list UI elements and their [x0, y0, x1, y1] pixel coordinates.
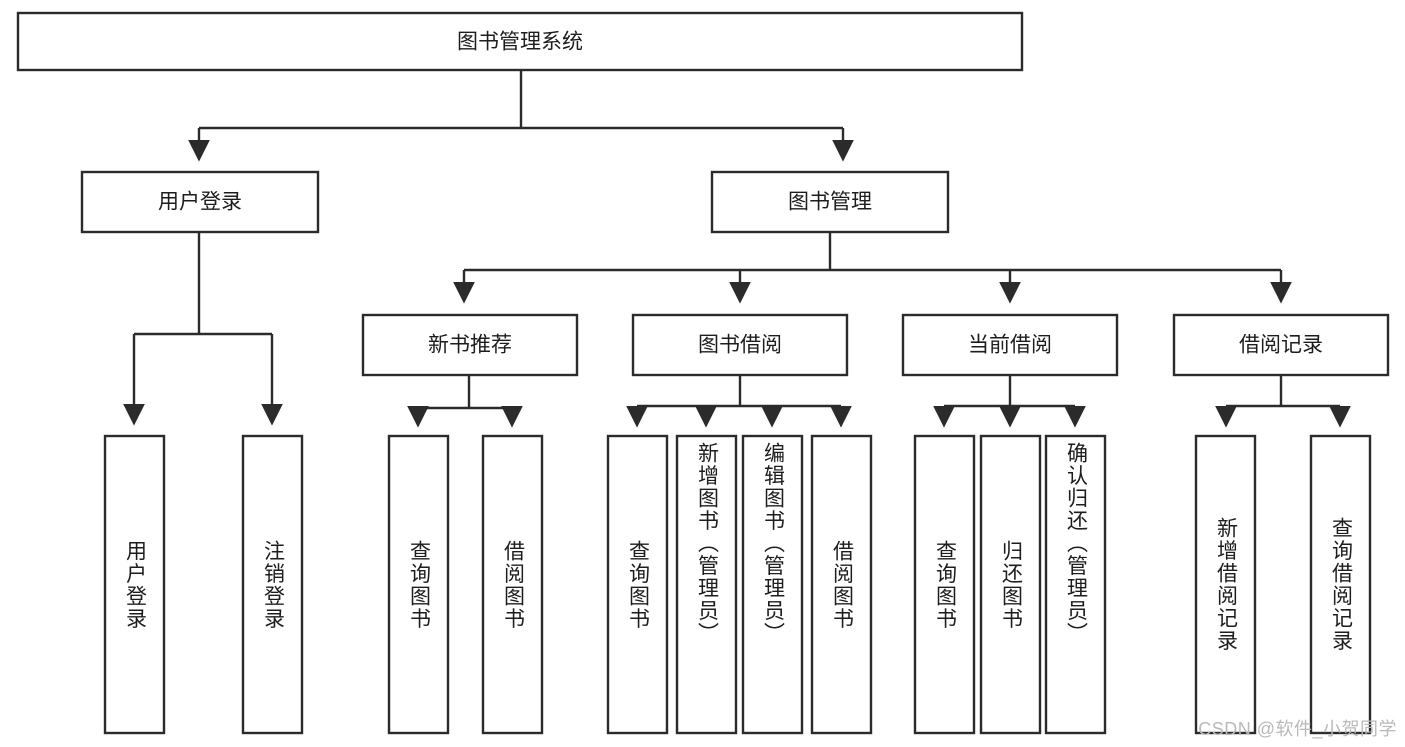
csdn-watermark: CSDN @软件_小贺同学 — [1198, 719, 1397, 739]
leaf-book-borrow-2[interactable] — [741, 434, 804, 735]
leaf-current-borrow-1[interactable] — [979, 434, 1042, 735]
node-book-borrow-label: 图书借阅 — [698, 334, 782, 357]
leaf-current-borrow-0[interactable] — [913, 434, 976, 735]
leaf-new-book-0[interactable] — [387, 434, 450, 735]
node-book-management[interactable] — [710, 170, 950, 234]
node-book-borrow[interactable] — [631, 313, 849, 377]
connector-root-to-level1 — [188, 70, 854, 162]
leaf-user-login-1[interactable] — [241, 434, 304, 735]
node-book-management-label: 图书管理 — [788, 191, 872, 214]
node-user-login-label: 用户登录 — [158, 191, 242, 214]
connector-new-book-to-leaves — [407, 375, 523, 428]
node-user-login[interactable] — [80, 170, 320, 234]
leaf-book-borrow-1[interactable] — [675, 434, 738, 735]
leaf-borrow-record-0[interactable] — [1194, 434, 1257, 735]
node-current-borrow[interactable] — [901, 313, 1119, 377]
connector-borrow-record-to-leaves — [1215, 375, 1351, 428]
leaf-new-book-1[interactable] — [481, 434, 544, 735]
node-new-book-recommend-label: 新书推荐 — [428, 334, 512, 357]
connector-user-login-to-leaves — [123, 232, 283, 426]
leaf-book-borrow-3[interactable] — [810, 434, 873, 735]
node-new-book-recommend[interactable] — [361, 313, 579, 377]
node-root-book-management-system[interactable] — [16, 11, 1024, 72]
connector-book-borrow-to-leaves — [626, 375, 852, 428]
leaf-book-borrow-0[interactable] — [606, 434, 669, 735]
node-root-label: 图书管理系统 — [457, 31, 583, 54]
node-borrow-record[interactable] — [1172, 313, 1390, 377]
leaf-borrow-record-1[interactable] — [1309, 434, 1372, 735]
node-current-borrow-label: 当前借阅 — [968, 334, 1052, 357]
connector-book-manage-to-level2 — [453, 232, 1292, 304]
leaf-user-login-0[interactable] — [103, 434, 166, 735]
connector-current-borrow-to-leaves — [933, 375, 1086, 428]
leaf-current-borrow-2[interactable] — [1044, 434, 1107, 735]
node-borrow-record-label: 借阅记录 — [1239, 334, 1323, 357]
